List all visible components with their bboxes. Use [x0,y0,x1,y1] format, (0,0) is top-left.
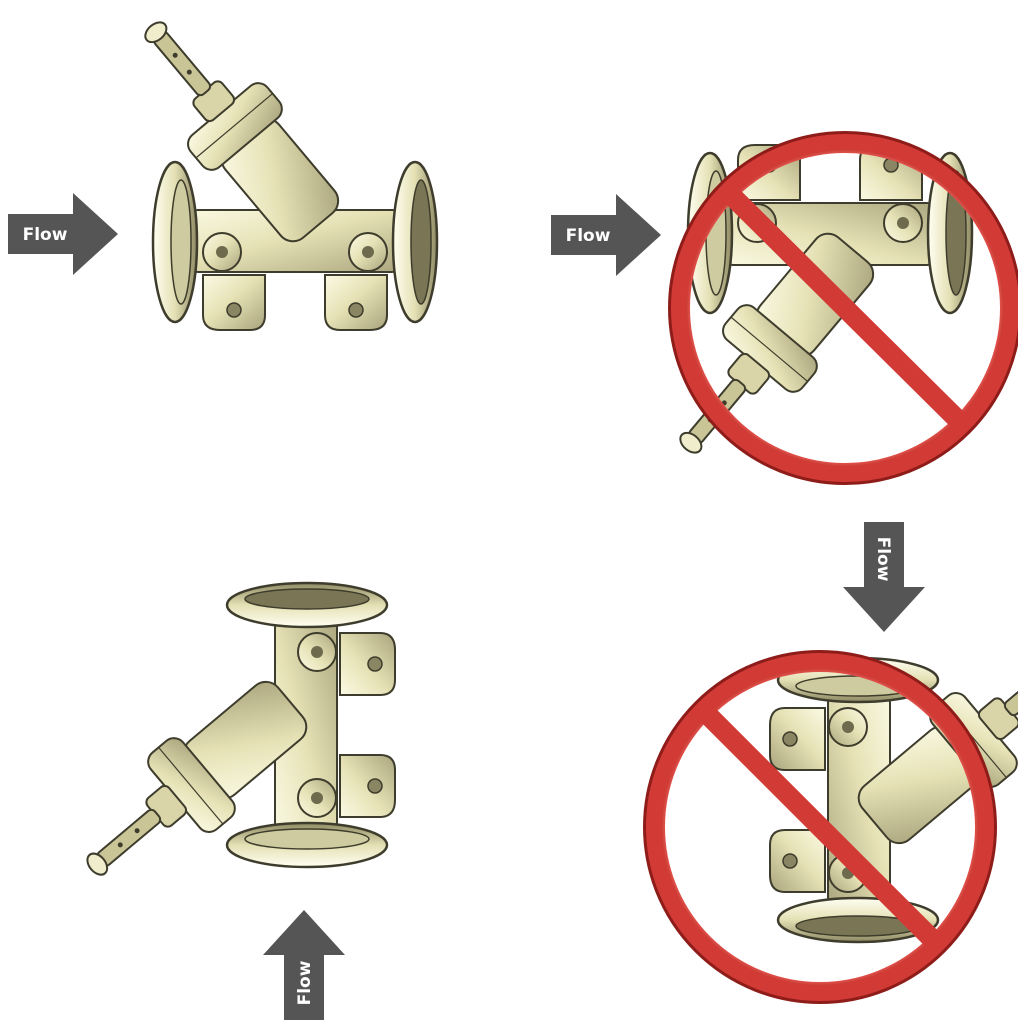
valve-icon [59,583,395,908]
flow-arrow-icon: Flow [8,193,118,275]
flow-label: Flow [873,537,893,582]
flow-label: Flow [566,226,611,246]
flow-label: Flow [23,225,68,245]
valve-panel-prohibited-vertical: Flow [654,522,1018,993]
prohibited-icon [679,142,1011,474]
valve-panel-prohibited-horizontal: Flow [551,142,1011,481]
flow-label: Flow [295,960,315,1005]
valve-panel-allowed-vertical: Flow [59,583,395,1020]
valve-icon [647,145,972,481]
flow-arrow-icon: Flow [843,522,925,632]
flow-arrow-icon: Flow [263,910,345,1020]
valve-icon [112,0,437,330]
valve-panel-allowed-horizontal: Flow [8,0,437,330]
flow-arrow-icon: Flow [551,194,661,276]
